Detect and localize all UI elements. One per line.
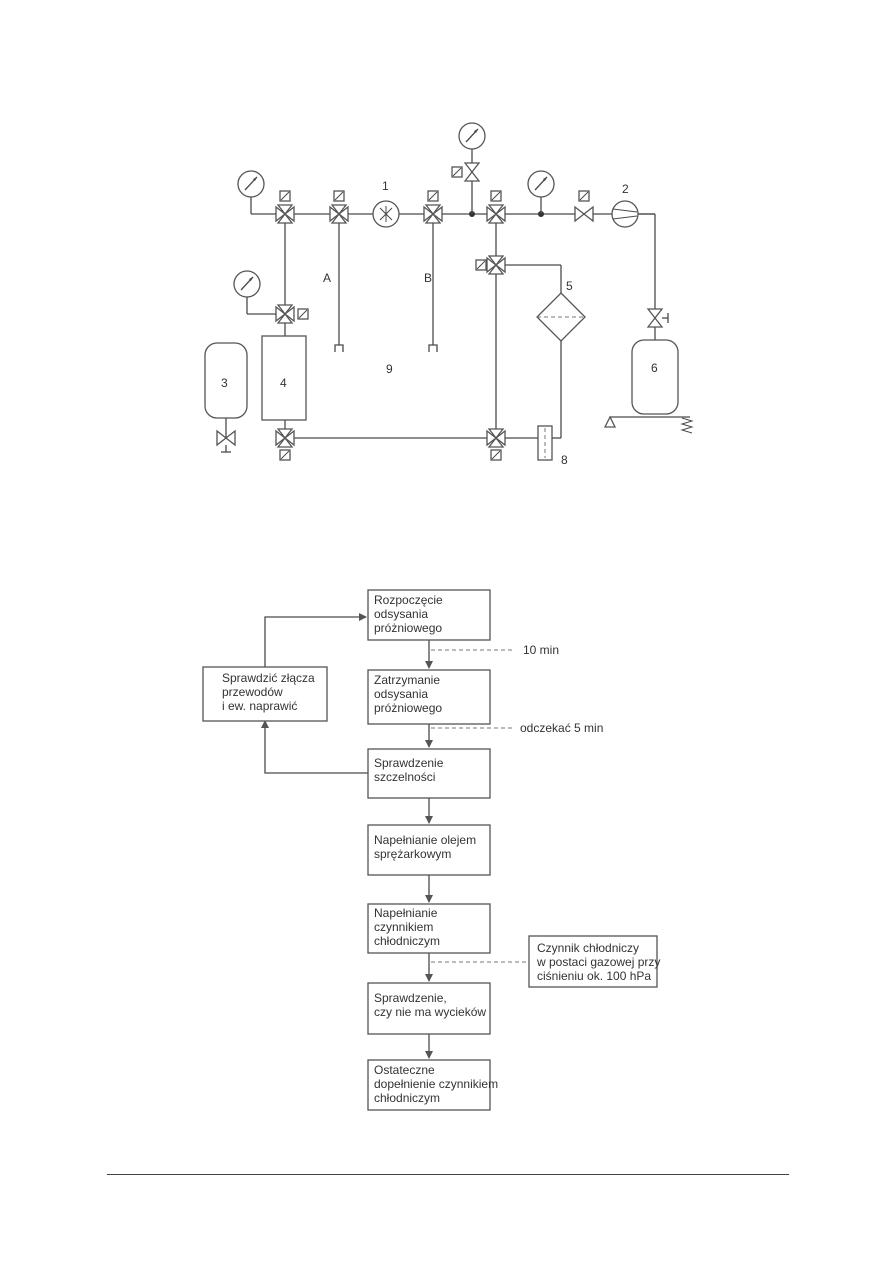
sight-glass-icon — [537, 425, 553, 461]
actuator-icon — [475, 259, 487, 271]
sight-glass-8-label: 8 — [561, 453, 568, 467]
actuator-icon — [333, 190, 345, 202]
flow-step: Sprawdzenie,czy nie ma wycieków — [367, 982, 491, 1035]
tank-3-label: 3 — [221, 376, 228, 390]
valve-icon — [486, 204, 506, 224]
valve-icon — [486, 255, 506, 275]
pump-icon — [611, 200, 639, 228]
pump-icon — [372, 200, 400, 228]
footer-rule — [107, 1174, 789, 1175]
gauge-icon — [233, 270, 261, 298]
tank-6-label: 6 — [651, 361, 658, 375]
pump-1-label: 1 — [382, 179, 389, 193]
svg-text:Sprawdzenie,czy nie ma wyciekó: Sprawdzenie,czy nie ma wycieków — [374, 991, 486, 1019]
valve-icon — [574, 206, 594, 222]
refrigerant-schematic: A 1 B 5 2 — [204, 122, 694, 467]
actuator-icon — [490, 449, 502, 461]
actuator-icon — [279, 190, 291, 202]
hose-a-label: A — [323, 271, 331, 285]
wait-10-label: 10 min — [523, 643, 559, 657]
pump-2-label: 2 — [622, 182, 629, 196]
actuator-icon — [279, 449, 291, 461]
valve-icon — [647, 308, 663, 328]
actuator-icon — [578, 190, 590, 202]
tank-4-label: 4 — [280, 376, 287, 390]
valve-icon — [275, 204, 295, 224]
valve-icon — [275, 304, 295, 324]
gauge-icon — [527, 170, 555, 198]
gauge-icon — [458, 122, 486, 150]
filter-icon — [536, 292, 586, 342]
valve-icon — [423, 204, 443, 224]
hose-9-label: 9 — [386, 362, 393, 376]
actuator-icon — [297, 308, 309, 320]
tank-icon — [261, 335, 307, 421]
wait-5-label: odczekać 5 min — [520, 721, 603, 735]
tank-icon — [631, 339, 679, 415]
flow-connectors — [261, 613, 529, 1059]
valve-icon — [464, 162, 480, 182]
valve-icon — [486, 428, 506, 448]
filter-5-label: 5 — [566, 279, 573, 293]
valve-icon — [329, 204, 349, 224]
actuator-icon — [427, 190, 439, 202]
gauge-icon — [237, 170, 265, 198]
actuator-icon — [490, 190, 502, 202]
actuator-icon — [451, 166, 463, 178]
hose-b-label: B — [424, 271, 432, 285]
valve-icon — [275, 428, 295, 448]
